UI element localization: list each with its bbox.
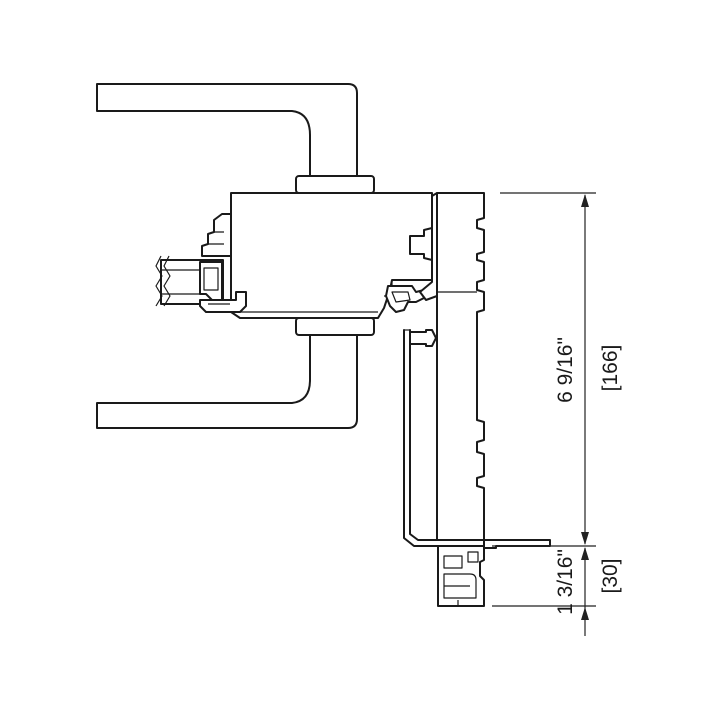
mounting-strap <box>403 329 439 547</box>
frame-jamb <box>436 192 485 541</box>
door-stile-body <box>230 192 433 319</box>
sill-dimension-imperial: 1 3/16" <box>554 549 577 615</box>
sill-dimension-metric: [30] <box>599 558 622 593</box>
overall-dimension-metric: [166] <box>599 345 622 392</box>
upper-rose <box>295 175 375 194</box>
fastener <box>409 329 437 347</box>
lower-lever-handle <box>96 333 358 429</box>
glazing-clip <box>199 291 247 313</box>
upper-lever-handle <box>96 83 358 179</box>
overall-dimension-imperial: 6 9/16" <box>554 337 577 403</box>
lower-rose <box>295 317 375 336</box>
glazing-stop <box>201 213 232 257</box>
sill-profile <box>437 545 485 607</box>
frame-stop <box>419 192 438 301</box>
